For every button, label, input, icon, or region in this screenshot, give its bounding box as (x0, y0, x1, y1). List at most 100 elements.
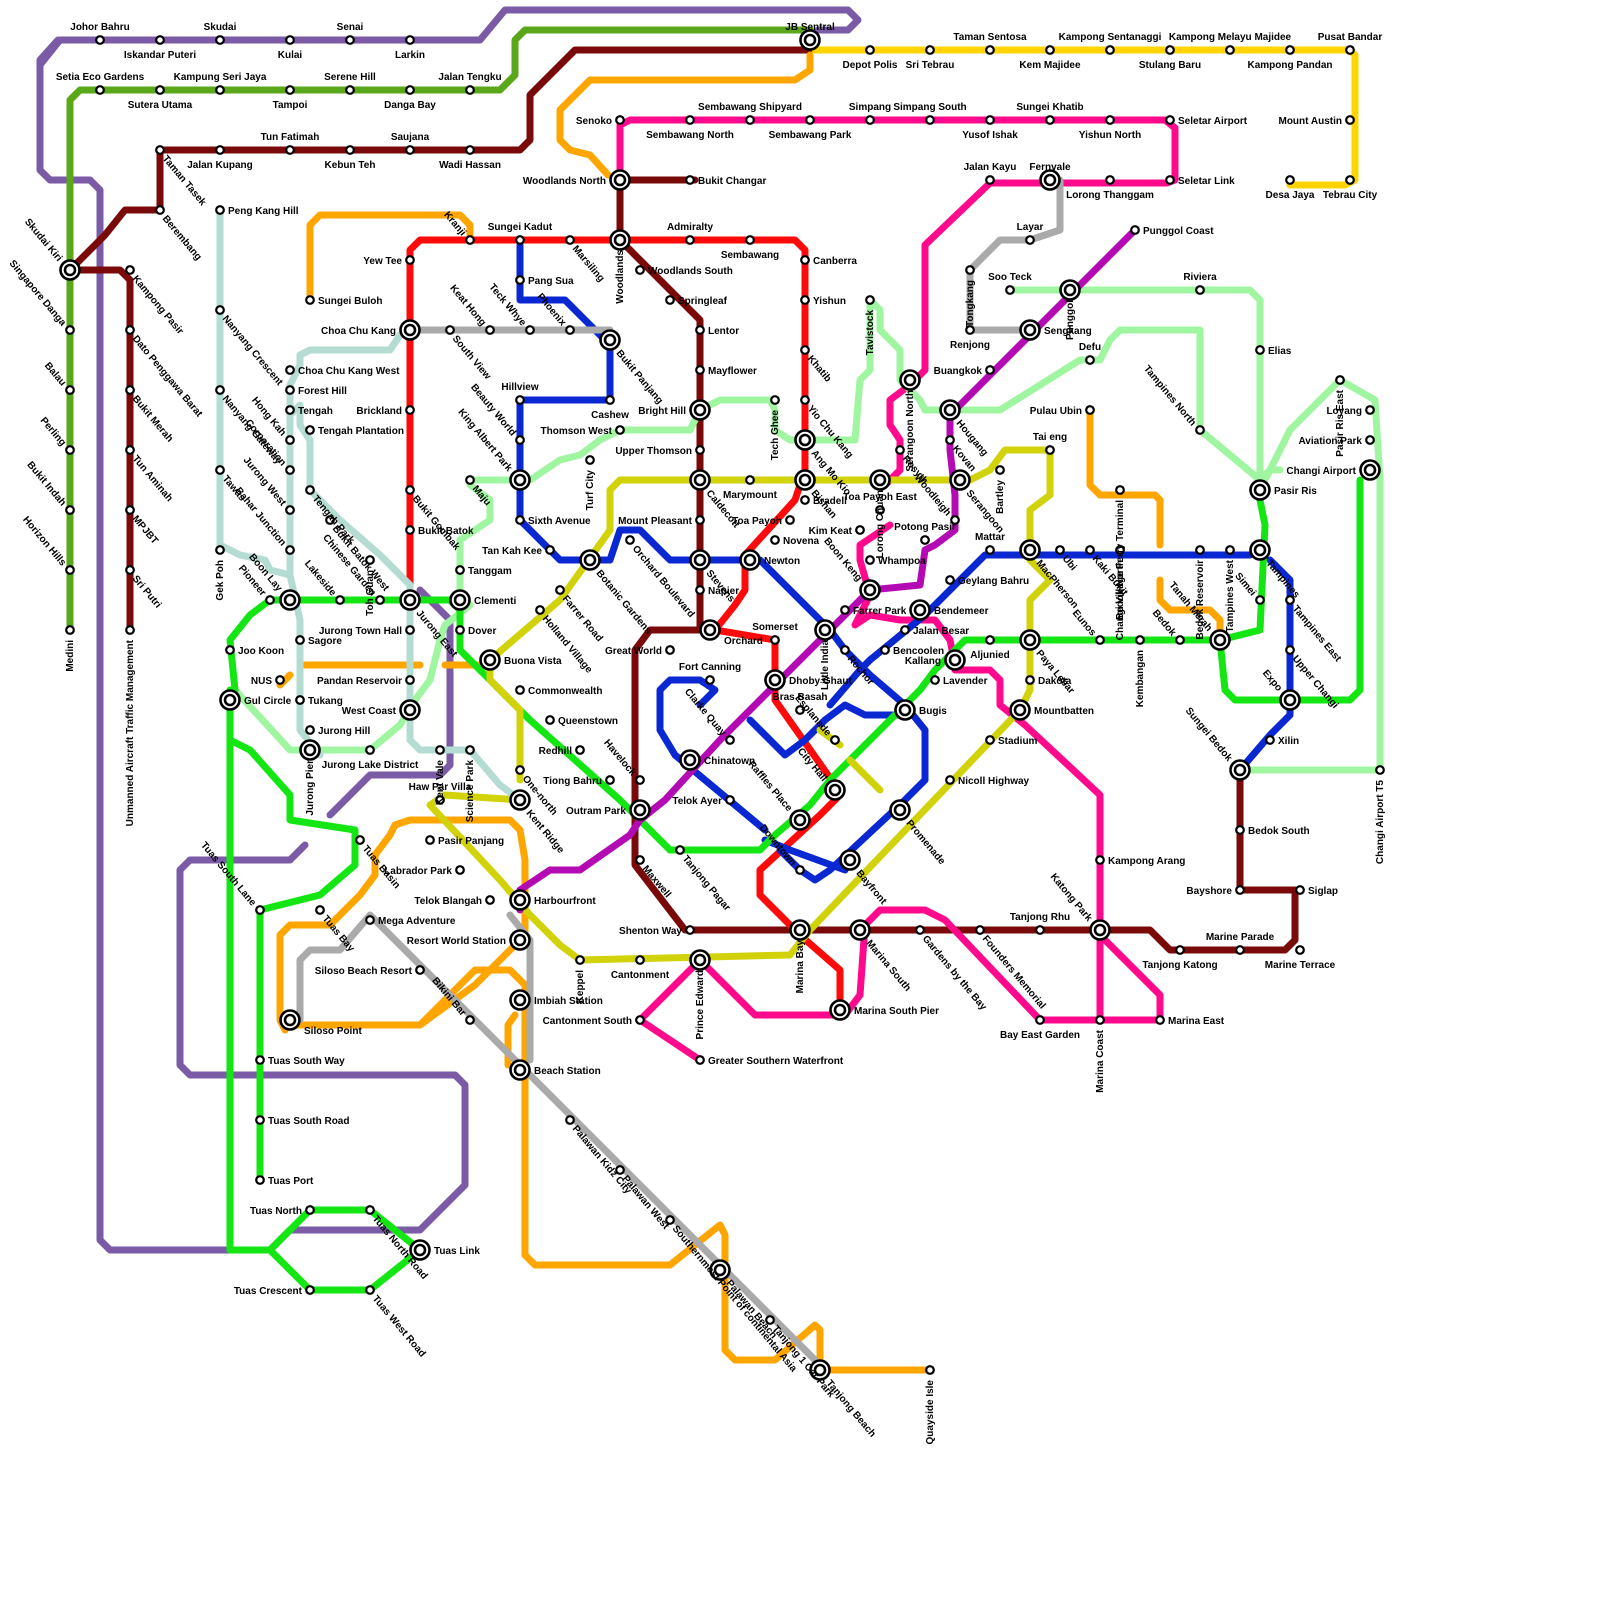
station-shenton-way[interactable] (685, 925, 695, 935)
interchange-bayfront-inner[interactable] (843, 853, 857, 867)
interchange-changi-airport-inner[interactable] (1363, 463, 1377, 477)
interchange-mountbatten-inner[interactable] (1013, 703, 1027, 717)
station-pulau-ubin[interactable] (1085, 405, 1095, 415)
station-defu[interactable] (1085, 355, 1095, 365)
interchange-woodlands-inner[interactable] (613, 233, 627, 247)
station-marina-coast[interactable] (1095, 1015, 1105, 1025)
station-tuas-north[interactable] (305, 1205, 315, 1215)
station-depot-polis[interactable] (865, 45, 875, 55)
station-renjong[interactable] (965, 325, 975, 335)
station-pang-sua[interactable] (515, 275, 525, 285)
station-chinese-garden[interactable] (375, 595, 385, 605)
station-upper-thomson[interactable] (695, 445, 705, 455)
station-buangkok[interactable] (985, 365, 995, 375)
station-hillview[interactable] (515, 395, 525, 405)
station-mpjbt[interactable] (125, 505, 135, 515)
station-jurong-hill[interactable] (305, 725, 315, 735)
station-peng-kang-hill[interactable] (215, 205, 225, 215)
station-kampong-sentanaggi[interactable] (1105, 45, 1115, 55)
station-telok-blangah[interactable] (485, 895, 495, 905)
station-sungei-khatib[interactable] (1045, 115, 1055, 125)
interchange-west-coast-inner[interactable] (403, 703, 417, 717)
interchange-woodlands-north-inner[interactable] (613, 173, 627, 187)
interchange-marina-south-inner[interactable] (853, 923, 867, 937)
station-nanyang-crescent[interactable] (215, 305, 225, 315)
station-xilin[interactable] (1265, 735, 1275, 745)
interchange-king-albert-park-inner[interactable] (513, 473, 527, 487)
station-tengah-plantation[interactable] (305, 425, 315, 435)
station-brickland[interactable] (405, 405, 415, 415)
station-queenstown[interactable] (545, 715, 555, 725)
station-tukang[interactable] (295, 695, 305, 705)
interchange-tampines-inner[interactable] (1253, 543, 1267, 557)
station-seletar-airport[interactable] (1165, 115, 1175, 125)
station-lorong-thanggam[interactable] (1105, 175, 1115, 185)
station-layar[interactable] (1025, 235, 1035, 245)
station-tuas-basin[interactable] (355, 835, 365, 845)
interchange-serangoon-inner[interactable] (953, 473, 967, 487)
station-elias[interactable] (1255, 345, 1265, 355)
interchange-paya-lebar-inner[interactable] (1023, 633, 1037, 647)
station-hong-kah[interactable] (285, 435, 295, 445)
station-telok-ayer[interactable] (725, 795, 735, 805)
station-jalan-besar[interactable] (900, 625, 910, 635)
station-sutera-utama[interactable] (155, 85, 165, 95)
station-woodlands-south[interactable] (635, 265, 645, 275)
station-bradell[interactable] (800, 495, 810, 505)
interchange-bright-hill-inner[interactable] (693, 403, 707, 417)
interchange-lorong-chuan-inner[interactable] (873, 473, 887, 487)
station-whampoa[interactable] (865, 555, 875, 565)
station-sembawang-park[interactable] (805, 115, 815, 125)
interchange-macpherson-inner[interactable] (1023, 543, 1037, 557)
station-yishun[interactable] (800, 295, 810, 305)
interchange-boon-lay-inner[interactable] (283, 593, 297, 607)
station-bedok-south[interactable] (1235, 825, 1245, 835)
interchange-pasir-ris-inner[interactable] (1253, 483, 1267, 497)
station-palawan-west[interactable] (615, 1165, 625, 1175)
station-forest-hill[interactable] (285, 385, 295, 395)
station-tan-kah-kee[interactable] (545, 545, 555, 555)
interchange-kallang-inner[interactable] (948, 653, 962, 667)
station-simpang[interactable] (865, 115, 875, 125)
station-kembangan[interactable] (1135, 635, 1145, 645)
station-changi-airport-t5[interactable] (1375, 765, 1385, 775)
interchange-jb-sentral-inner[interactable] (803, 33, 817, 47)
station-simei[interactable] (1255, 595, 1265, 605)
station-tech-ghee[interactable] (770, 395, 780, 405)
station-palawan-kidz-city[interactable] (565, 1115, 575, 1125)
station-perling[interactable] (65, 445, 75, 455)
station-jurong-west[interactable] (285, 505, 295, 515)
station-somerset[interactable] (770, 635, 780, 645)
station-gek-poh[interactable] (215, 545, 225, 555)
interchange-newton-inner[interactable] (743, 553, 757, 567)
station-desa-jaya[interactable] (1285, 175, 1295, 185)
station-jalan-tengku[interactable] (465, 85, 475, 95)
station-potong-pasir[interactable] (920, 535, 930, 545)
interchange-imbiah-station-inner[interactable] (513, 993, 527, 1007)
interchange-hougang-inner[interactable] (943, 403, 957, 417)
interchange-palawan-beach-inner[interactable] (713, 1263, 727, 1277)
interchange-punggol-inner[interactable] (1063, 283, 1077, 297)
station-tavistock[interactable] (865, 295, 875, 305)
interchange-tuas-link-inner[interactable] (413, 1243, 427, 1257)
station-jalan-kayu[interactable] (985, 175, 995, 185)
station-senai[interactable] (345, 35, 355, 45)
station-bikini-bar[interactable] (465, 1015, 475, 1025)
station-tanjong-1-car-park[interactable] (765, 1315, 775, 1325)
station-tampines-north[interactable] (1195, 425, 1205, 435)
interchange-raffles-place-inner[interactable] (793, 813, 807, 827)
station-danga-bay[interactable] (405, 85, 415, 95)
station-marina-east[interactable] (1155, 1015, 1165, 1025)
interchange-jurong-east-inner[interactable] (403, 593, 417, 607)
station-choa-chu-kang-west[interactable] (285, 365, 295, 375)
station-gardens-by-the-bay[interactable] (915, 925, 925, 935)
station-tuas-bay[interactable] (315, 905, 325, 915)
station-cantonment[interactable] (635, 955, 645, 965)
station-sixth-avenue[interactable] (515, 515, 525, 525)
station-siglap[interactable] (1295, 885, 1305, 895)
station-medini[interactable] (65, 625, 75, 635)
station-founders-memorial[interactable] (975, 925, 985, 935)
interchange-katong-park-inner[interactable] (1093, 923, 1107, 937)
station-commonwealth[interactable] (515, 685, 525, 695)
interchange-skudai-kiri-inner[interactable] (63, 263, 77, 277)
